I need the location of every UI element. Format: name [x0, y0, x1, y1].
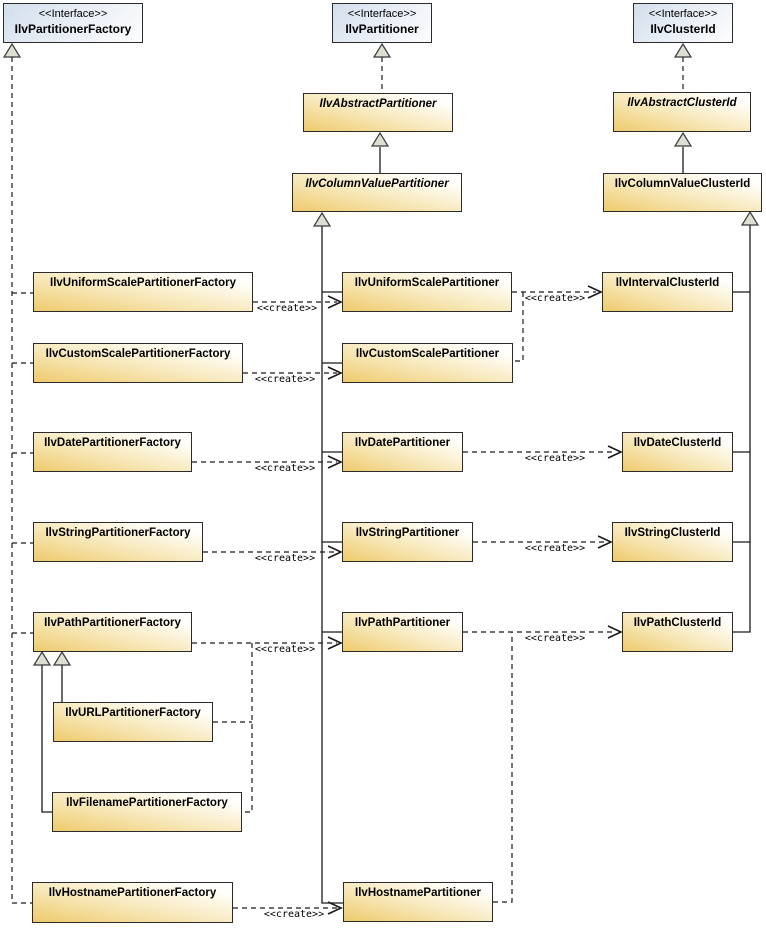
- class-box-ilv-date-partitioner-factory[interactable]: IlvDatePartitionerFactory: [33, 432, 192, 472]
- class-box-ilv-column-value-partitioner[interactable]: IlvColumnValuePartitioner: [292, 173, 462, 212]
- class-box-ilv-date-cluster-id[interactable]: IlvDateClusterId: [622, 432, 733, 472]
- class-box-ilv-string-partitioner-factory[interactable]: IlvStringPartitionerFactory: [33, 522, 203, 562]
- solid-edges: [41, 147, 751, 904]
- inheritance-triangles: [2, 42, 760, 666]
- class-box-ilv-date-partitioner[interactable]: IlvDatePartitioner: [342, 432, 463, 472]
- class-box-ilv-filename-partitioner-factory[interactable]: IlvFilenamePartitionerFactory: [52, 792, 242, 832]
- create-arrowheads: [327, 285, 623, 915]
- class-name: IlvUniformScalePartitionerFactory: [50, 277, 236, 289]
- class-name: IlvColumnValuePartitioner: [305, 178, 449, 190]
- class-box-ilv-url-partitioner-factory[interactable]: IlvURLPartitionerFactory: [53, 702, 213, 742]
- class-box-ilv-string-cluster-id[interactable]: IlvStringClusterId: [612, 522, 733, 562]
- class-name: IlvStringClusterId: [624, 527, 721, 539]
- create-stereotype-label: <<create>>: [524, 543, 586, 554]
- create-stereotype-label: <<create>>: [254, 553, 316, 564]
- class-name: IlvIntervalClusterId: [615, 277, 720, 289]
- class-box-ilv-uniform-scale-partitioner-factory[interactable]: IlvUniformScalePartitionerFactory: [33, 272, 253, 312]
- class-box-ilv-path-partitioner-factory[interactable]: IlvPathPartitionerFactory: [33, 612, 192, 652]
- class-box-ilv-path-partitioner[interactable]: IlvPathPartitioner: [342, 612, 463, 652]
- class-name: IlvCustomScalePartitioner: [355, 348, 500, 360]
- class-name: IlvUniformScalePartitioner: [354, 277, 500, 289]
- class-name: IlvPathClusterId: [633, 617, 722, 629]
- class-name: IlvDatePartitionerFactory: [44, 437, 181, 449]
- class-box-ilv-path-cluster-id[interactable]: IlvPathClusterId: [622, 612, 733, 652]
- class-box-ilv-custom-scale-partitioner-factory[interactable]: IlvCustomScalePartitionerFactory: [33, 343, 243, 383]
- class-box-ilv-uniform-scale-partitioner[interactable]: IlvUniformScalePartitioner: [342, 272, 512, 312]
- create-stereotype-label: <<create>>: [256, 303, 318, 314]
- class-box-ilv-column-value-cluster-id[interactable]: IlvColumnValueClusterId: [603, 173, 762, 212]
- class-name: IlvURLPartitionerFactory: [65, 707, 201, 719]
- class-box-ilv-abstract-cluster-id[interactable]: IlvAbstractClusterId: [613, 92, 751, 132]
- class-name: IlvHostnamePartitionerFactory: [48, 887, 217, 899]
- create-stereotype-label: <<create>>: [524, 293, 586, 304]
- class-box-ilv-interval-cluster-id[interactable]: IlvIntervalClusterId: [602, 272, 733, 312]
- create-stereotype-label: <<create>>: [254, 374, 316, 385]
- interface-box-ilv-partitioner[interactable]: <<Interface>> IlvPartitioner: [332, 3, 432, 43]
- class-box-ilv-custom-scale-partitioner[interactable]: IlvCustomScalePartitioner: [342, 343, 513, 383]
- dashed-edges: [11, 57, 684, 909]
- interface-stereotype: <<Interface>>: [648, 8, 718, 20]
- class-box-ilv-hostname-partitioner[interactable]: IlvHostnamePartitioner: [343, 882, 493, 922]
- interface-name: IlvClusterId: [650, 22, 716, 36]
- class-name: IlvFilenamePartitionerFactory: [66, 797, 228, 809]
- create-stereotype-label: <<create>>: [263, 909, 325, 920]
- interface-stereotype: <<Interface>>: [347, 8, 417, 20]
- class-box-ilv-string-partitioner[interactable]: IlvStringPartitioner: [342, 522, 473, 562]
- class-box-ilv-abstract-partitioner[interactable]: IlvAbstractPartitioner: [303, 93, 453, 132]
- create-stereotype-label: <<create>>: [254, 644, 316, 655]
- class-name: IlvAbstractClusterId: [627, 97, 737, 109]
- class-name: IlvAbstractPartitioner: [319, 98, 437, 110]
- create-stereotype-label: <<create>>: [254, 463, 316, 474]
- class-name: IlvDateClusterId: [633, 437, 722, 449]
- class-name: IlvColumnValueClusterId: [614, 178, 751, 190]
- class-name: IlvCustomScalePartitionerFactory: [45, 348, 231, 360]
- class-name: IlvPathPartitioner: [354, 617, 451, 629]
- class-name: IlvStringPartitionerFactory: [45, 527, 191, 539]
- interface-box-ilv-cluster-id[interactable]: <<Interface>> IlvClusterId: [633, 3, 733, 43]
- class-name: IlvStringPartitioner: [355, 527, 460, 539]
- create-stereotype-label: <<create>>: [524, 633, 586, 644]
- create-stereotype-label: <<create>>: [524, 453, 586, 464]
- interface-box-ilv-partitioner-factory[interactable]: <<Interface>> IlvPartitionerFactory: [3, 3, 143, 43]
- class-name: IlvPathPartitionerFactory: [44, 617, 181, 629]
- class-name: IlvDatePartitioner: [354, 437, 451, 449]
- class-name: IlvHostnamePartitioner: [355, 887, 481, 899]
- interface-stereotype: <<Interface>>: [38, 8, 108, 20]
- interface-name: IlvPartitionerFactory: [14, 22, 132, 36]
- class-box-ilv-hostname-partitioner-factory[interactable]: IlvHostnamePartitionerFactory: [32, 882, 233, 923]
- interface-name: IlvPartitioner: [345, 22, 419, 36]
